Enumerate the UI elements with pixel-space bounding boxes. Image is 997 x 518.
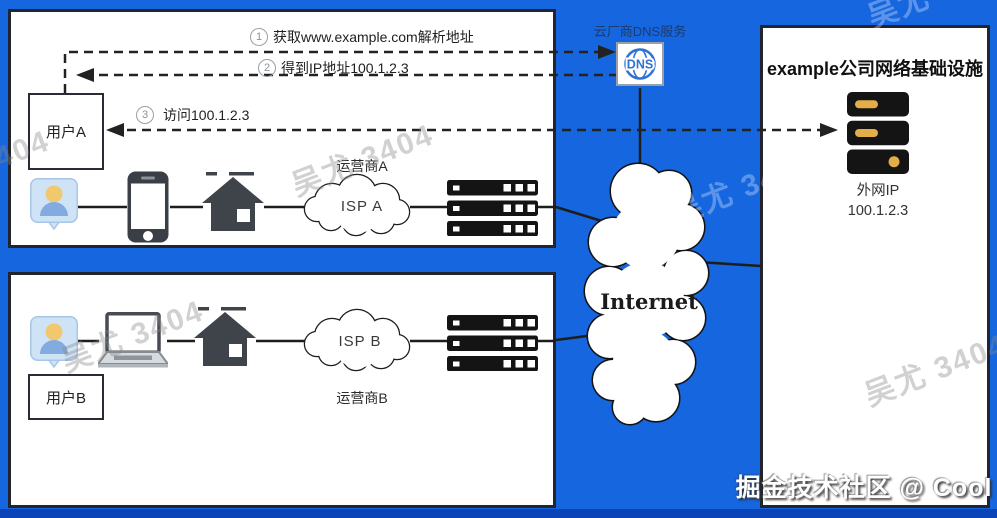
smartphone-icon: [127, 171, 169, 243]
step-1-number: 1: [250, 28, 268, 46]
home-network-b: [194, 307, 256, 368]
laptop-icon: [96, 312, 170, 368]
user-b-label: 用户B: [45, 389, 86, 407]
user-a-box: 用户A: [28, 93, 104, 170]
company-server-icon: [847, 92, 909, 174]
flow-step-1: 1 获取www.example.com解析地址: [250, 27, 474, 47]
public-ip-label: 外网IP: [856, 183, 900, 199]
company-panel-title: example公司网络基础设施: [766, 59, 984, 79]
user-a-avatar: [30, 178, 78, 231]
isp-b-label: ISP B: [338, 333, 382, 350]
user-b-box: 用户B: [28, 374, 104, 420]
user-a-label: 用户A: [45, 124, 86, 141]
internet-label: Internet: [600, 289, 698, 314]
company-server-stack: [847, 92, 909, 174]
isp-a-label: ISP A: [340, 198, 384, 215]
step-3-number: 3: [136, 106, 154, 124]
step-1-text: 获取www.example.com解析地址: [273, 29, 474, 45]
user-b-avatar: [30, 316, 78, 369]
step-3-text: 访问100.1.2.3: [163, 107, 250, 123]
public-ip-value: 100.1.2.3: [847, 203, 909, 220]
dns-icon-text: DNS: [627, 58, 653, 72]
user-avatar-icon: [30, 178, 78, 231]
public-ip-block: 外网IP 100.1.2.3: [808, 181, 948, 222]
community-credit: 掘金技术社区 @ Cool: [735, 474, 993, 502]
user-b-device: [96, 312, 170, 370]
step-2-number: 2: [258, 59, 276, 77]
server-rack-icon: [447, 315, 538, 372]
server-rack-icon: [447, 180, 538, 237]
home-network-a: [202, 172, 264, 233]
dns-node: DNS: [616, 42, 664, 86]
house-icon: [194, 307, 256, 366]
user-a-device: [126, 170, 170, 244]
step-2-text: 得到IP地址100.1.2.3: [281, 60, 409, 76]
dns-service-label: 云厂商DNS服务: [593, 24, 687, 39]
user-avatar-icon: [30, 316, 78, 369]
carrier-b-label: 运营商B: [336, 390, 388, 406]
dns-globe-icon: DNS: [624, 48, 656, 80]
isp-a-servers: [447, 180, 538, 237]
flow-step-2: 2 得到IP地址100.1.2.3: [258, 58, 409, 78]
flow-step-3: 3 访问100.1.2.3: [136, 105, 249, 125]
isp-b-servers: [447, 315, 538, 372]
house-icon: [202, 172, 264, 231]
carrier-a-label: 运营商A: [336, 158, 388, 174]
bottom-strip: [0, 509, 997, 518]
